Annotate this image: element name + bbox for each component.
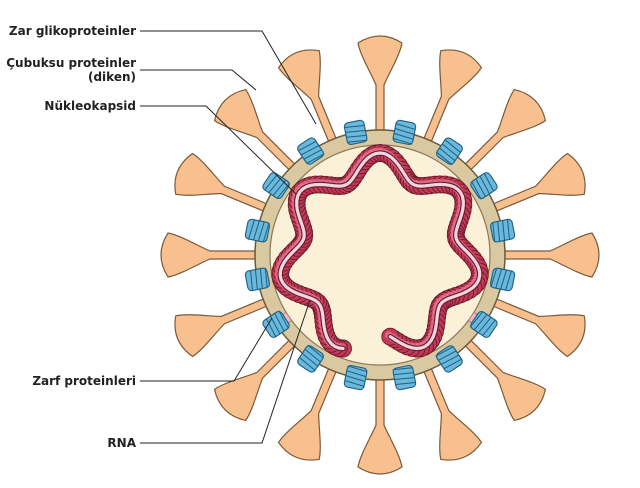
label-rna: RNA	[107, 436, 136, 450]
spike-protein	[213, 336, 299, 422]
membrane-glycoprotein	[392, 119, 417, 145]
spike-protein	[488, 152, 586, 214]
spike-protein	[421, 363, 483, 461]
spike-protein	[213, 88, 299, 174]
viral-interior	[269, 144, 491, 366]
spike-protein	[277, 49, 339, 147]
label-nucleocapsid: Nükleokapsid	[44, 99, 136, 113]
membrane-glycoprotein	[490, 218, 516, 243]
leader-line-rna	[140, 299, 311, 444]
spike-protein	[357, 374, 403, 475]
membrane-glycoprotein	[297, 344, 324, 373]
spike-protein	[357, 35, 403, 136]
leader-line-glycoproteins	[140, 30, 317, 125]
leader-lines	[140, 30, 317, 444]
nucleocapsid-coil	[271, 144, 489, 358]
membrane-glycoprotein	[297, 137, 325, 165]
membrane-glycoprotein	[262, 310, 290, 338]
spike-protein	[421, 49, 483, 147]
membrane-glycoprotein	[343, 365, 368, 391]
label-spike-proteins: Çubuksu proteinler	[6, 56, 136, 70]
spike-protein	[160, 232, 261, 278]
membrane-glycoprotein	[490, 267, 516, 292]
membrane-glycoprotein	[343, 119, 368, 145]
membrane-glycoprotein	[470, 172, 498, 200]
leader-line-spikes	[140, 69, 257, 91]
spike-protein	[461, 88, 547, 174]
membrane-glycoprotein	[244, 267, 270, 292]
membrane-glycoprotein	[469, 311, 498, 338]
label-spike-proteins-sub: (diken)	[87, 70, 136, 84]
spike-protein	[461, 336, 547, 422]
spike-proteins	[160, 35, 600, 475]
spike-protein	[174, 296, 272, 358]
spike-protein	[499, 232, 600, 278]
membrane-glycoprotein	[436, 137, 463, 166]
label-envelope-proteins: Zarf proteinleri	[32, 374, 136, 388]
leader-line-envelope	[140, 317, 273, 382]
membrane-glycoprotein	[244, 218, 270, 243]
spike-protein	[488, 296, 586, 358]
rna-strand	[278, 151, 482, 351]
spike-protein	[174, 152, 272, 214]
membrane-glycoprotein	[392, 365, 417, 391]
label-membrane-glycoproteins: Zar glikoproteinler	[8, 24, 136, 38]
leader-line-nucleocapsid	[140, 105, 297, 195]
spike-protein	[277, 363, 339, 461]
membrane-glycoprotein	[435, 345, 463, 373]
